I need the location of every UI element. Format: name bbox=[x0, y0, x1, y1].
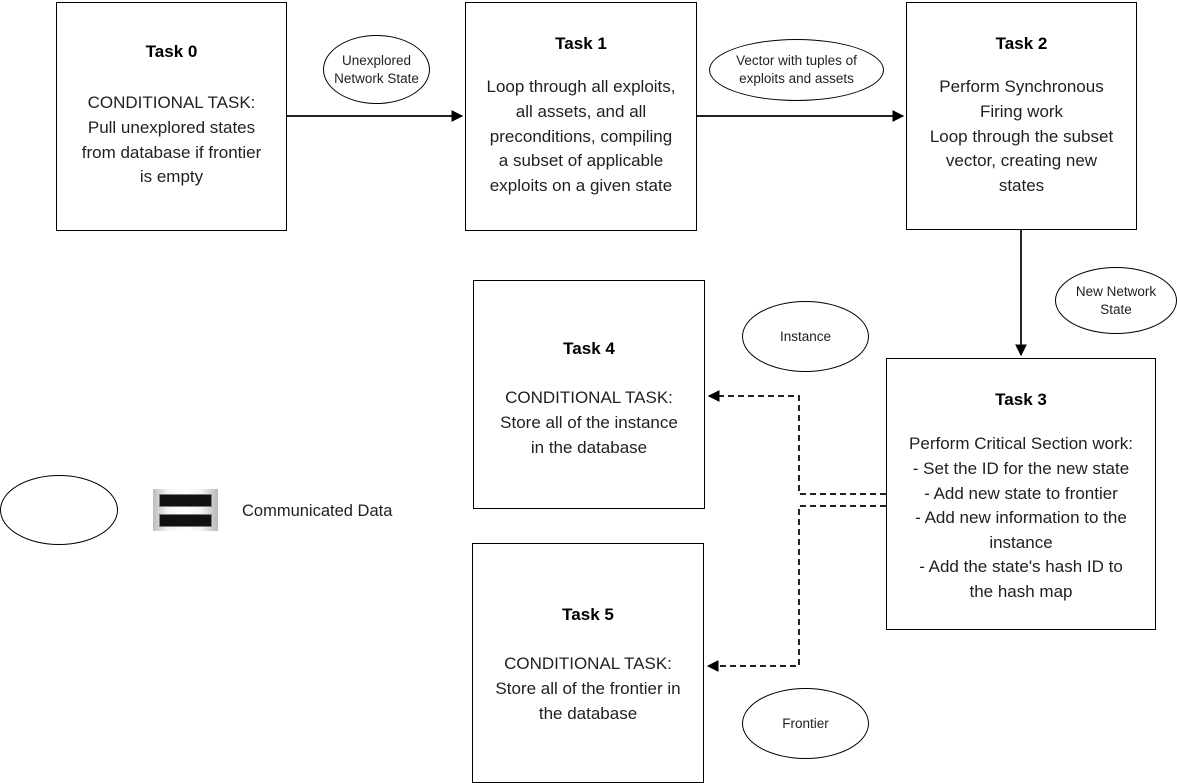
task-node-1[interactable]: Task 1 Loop through all exploits, all as… bbox=[465, 2, 697, 231]
edge-task3-to-task4 bbox=[707, 390, 886, 495]
task-node-4[interactable]: Task 4 CONDITIONAL TASK: Store all of th… bbox=[473, 280, 705, 509]
data-label-instance[interactable]: Instance bbox=[742, 301, 869, 372]
task-0-body: CONDITIONAL TASK: Pull unexplored states… bbox=[81, 93, 262, 187]
task-3-body: Perform Critical Section work: - Set the… bbox=[909, 434, 1133, 602]
task-5-body: CONDITIONAL TASK: Store all of the front… bbox=[495, 654, 681, 723]
task-3-title: Task 3 bbox=[995, 390, 1047, 409]
equals-icon-bar-top bbox=[159, 493, 212, 507]
task-5-title: Task 5 bbox=[562, 605, 614, 624]
task-1-title: Task 1 bbox=[555, 34, 607, 53]
task-2-title: Task 2 bbox=[995, 34, 1048, 53]
task-node-2[interactable]: Task 2 Perform Synchronous Firing work L… bbox=[906, 2, 1137, 230]
equals-icon-bar-bottom bbox=[159, 513, 212, 527]
task-0-title: Task 0 bbox=[145, 42, 198, 61]
equals-icon bbox=[153, 489, 218, 531]
data-label-new-network-state[interactable]: New Network State bbox=[1055, 267, 1177, 334]
task-4-body: CONDITIONAL TASK: Store all of the insta… bbox=[500, 388, 678, 457]
data-label-frontier[interactable]: Frontier bbox=[742, 688, 869, 759]
task-node-3[interactable]: Task 3 Perform Critical Section work: - … bbox=[886, 358, 1156, 630]
legend-label: Communicated Data bbox=[242, 502, 393, 520]
task-2-body: Perform Synchronous Firing work Loop thr… bbox=[929, 77, 1114, 195]
data-label-vector-with-tuples[interactable]: Vector with tuples of exploits and asset… bbox=[709, 39, 884, 101]
task-node-0[interactable]: Task 0 CONDITIONAL TASK: Pull unexplored… bbox=[56, 2, 287, 231]
task-node-5[interactable]: Task 5 CONDITIONAL TASK: Store all of th… bbox=[472, 543, 704, 783]
task-4-title: Task 4 bbox=[563, 339, 615, 358]
edge-task3-to-task5 bbox=[706, 505, 886, 672]
legend-ellipse-shape bbox=[0, 475, 118, 545]
data-label-unexplored-network-state[interactable]: Unexplored Network State bbox=[323, 35, 430, 104]
task-1-body: Loop through all exploits, all assets, a… bbox=[486, 77, 676, 195]
